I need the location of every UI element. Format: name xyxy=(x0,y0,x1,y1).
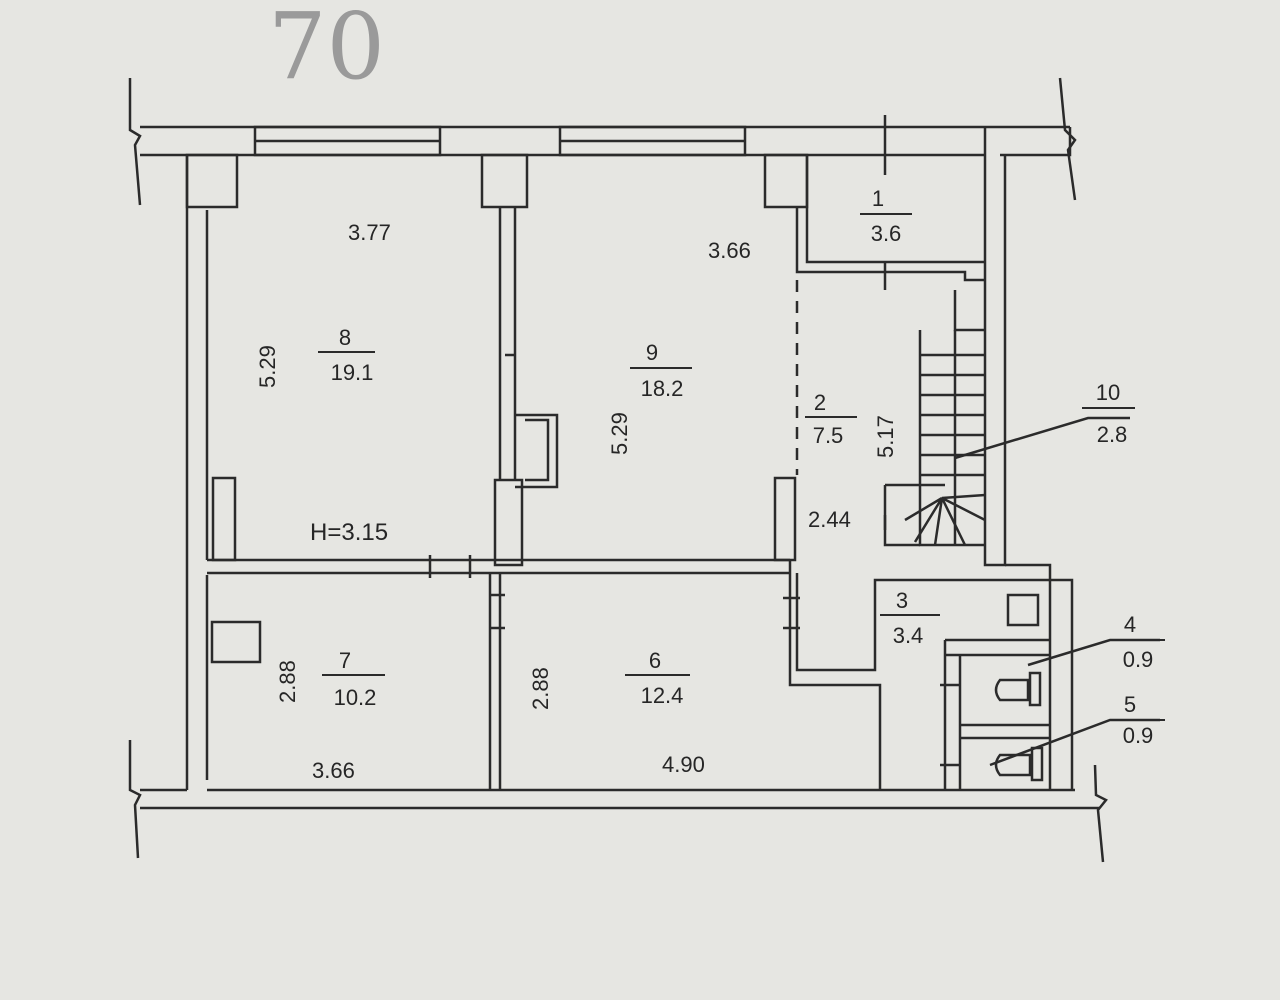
dim-room7-length: 2.88 xyxy=(275,660,300,703)
wall-6-corridor xyxy=(788,560,882,790)
dim-room9-length: 5.29 xyxy=(607,412,632,455)
room-4-area: 0.9 xyxy=(1123,647,1154,672)
break-line-top-left xyxy=(128,78,142,206)
wall-upper-lower xyxy=(207,558,790,575)
room-5-number: 5 xyxy=(1124,692,1136,717)
room-6-number: 6 xyxy=(649,648,661,673)
wc-wall-top xyxy=(945,638,1050,657)
dim-room6-length: 2.88 xyxy=(528,667,553,710)
room-7-number: 7 xyxy=(339,648,351,673)
break-line-bottom-right xyxy=(1093,764,1108,863)
ceiling-height: H=3.15 xyxy=(310,519,388,546)
wall-8-9 xyxy=(498,207,517,480)
room-10-area: 2.8 xyxy=(1097,422,1128,447)
room-9-number: 9 xyxy=(646,340,658,365)
dim-room8-length: 5.29 xyxy=(255,345,280,388)
room-5-area: 0.9 xyxy=(1123,723,1154,748)
sink-icon xyxy=(1006,593,1040,627)
room-4-number: 4 xyxy=(1124,612,1136,637)
break-line-top-right xyxy=(1058,77,1077,201)
room-2-area: 7.5 xyxy=(813,423,844,448)
room-7-area: 10.2 xyxy=(334,685,377,710)
dim-room2-width: 2.44 xyxy=(808,507,851,532)
radiator-room-2 xyxy=(773,476,797,562)
room-10-number: 10 xyxy=(1096,380,1120,405)
dim-room7-width: 3.66 xyxy=(312,758,355,783)
column-top-mid xyxy=(480,153,529,209)
room-9-area: 18.2 xyxy=(641,376,684,401)
radiator-room-7 xyxy=(210,620,262,664)
vent-block xyxy=(515,413,559,489)
dim-room6-width: 4.90 xyxy=(662,752,705,777)
closet-room-1 xyxy=(805,155,985,264)
leader-line-room-10 xyxy=(954,416,1130,460)
room-2-number: 2 xyxy=(814,390,826,415)
toilet-4-icon xyxy=(994,671,1042,707)
room-1-number: 1 xyxy=(872,186,884,211)
wall-7-6 xyxy=(488,573,502,790)
wc-divider xyxy=(960,723,1050,740)
room-3-number: 3 xyxy=(896,588,908,613)
dim-room8-width: 3.77 xyxy=(348,220,391,245)
dim-room2-length: 5.17 xyxy=(873,415,898,458)
handwritten-note: 70 xyxy=(268,0,385,100)
room-8-area: 19.1 xyxy=(331,360,374,385)
break-line-bottom-left xyxy=(128,740,142,859)
room-8-number: 8 xyxy=(339,325,351,350)
room-1-area: 3.6 xyxy=(871,221,902,246)
stair-wall-right xyxy=(983,155,1007,567)
room-label-bars xyxy=(318,213,1165,721)
dim-room9-width: 3.66 xyxy=(708,238,751,263)
room-3-area: 3.4 xyxy=(893,623,924,648)
column-top-left xyxy=(185,153,239,209)
room-6-area: 12.4 xyxy=(641,683,684,708)
